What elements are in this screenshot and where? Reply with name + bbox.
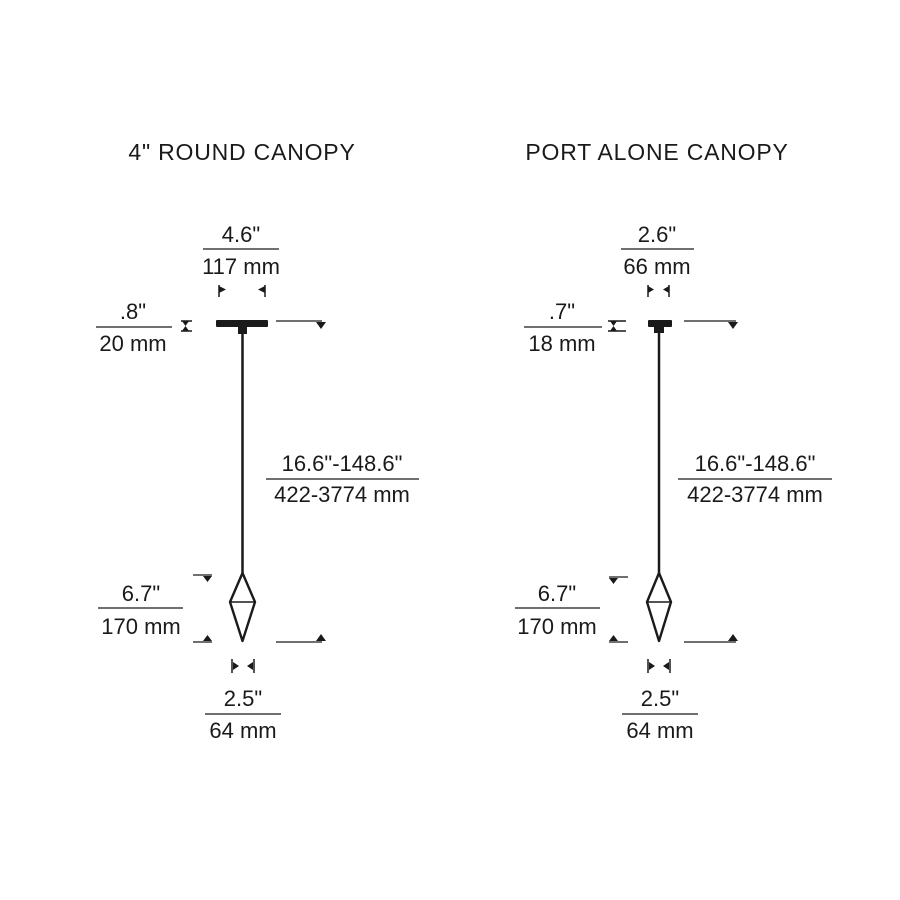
overall-length-dimension: 16.6"-148.6" 422-3774 mm — [678, 320, 832, 643]
width-arrows — [218, 285, 266, 297]
canopy-fitting — [654, 327, 664, 333]
height-arrows — [181, 320, 192, 332]
pendant-height-inches: 6.7" — [538, 581, 576, 606]
pendant-fixture — [216, 320, 268, 643]
pendant-width-inches: 2.5" — [641, 686, 679, 711]
diagram-port-alone-canopy: PORT ALONE CANOPY 2.6" 66 mm .7" 18 mm — [515, 139, 832, 743]
pendant-width-dimension: 2.5" 64 mm — [622, 659, 698, 743]
height-arrows — [608, 320, 626, 332]
pendant-fixture — [645, 320, 673, 643]
diagram-title: 4" ROUND CANOPY — [128, 139, 355, 165]
canopy-width-inches: 2.6" — [638, 222, 676, 247]
canopy-height-mm: 20 mm — [99, 331, 166, 356]
overall-length-inches: 16.6"-148.6" — [282, 451, 403, 476]
pendant-height-dimension: 6.7" 170 mm — [98, 574, 212, 643]
diamond-shade — [645, 571, 673, 643]
pendant-width-dimension: 2.5" 64 mm — [205, 659, 281, 743]
canopy-width-inches: 4.6" — [222, 222, 260, 247]
canopy-height-inches: .8" — [120, 299, 146, 324]
diamond-shade — [228, 571, 257, 643]
pendant-height-mm: 170 mm — [517, 614, 596, 639]
overall-length-mm: 422-3774 mm — [687, 482, 823, 507]
canopy — [648, 320, 672, 327]
diagram-round-canopy: 4" ROUND CANOPY 4.6" 117 mm .8" 20 mm — [96, 139, 419, 743]
pendant-width-mm: 64 mm — [626, 718, 693, 743]
pendant-height-inches: 6.7" — [122, 581, 160, 606]
canopy-width-mm: 66 mm — [623, 254, 690, 279]
width-arrows — [647, 285, 670, 297]
canopy-height-dimension: .7" 18 mm — [524, 299, 626, 356]
pendant-width-mm: 64 mm — [209, 718, 276, 743]
canopy-fitting — [238, 327, 247, 334]
overall-length-inches: 16.6"-148.6" — [695, 451, 816, 476]
canopy-width-mm: 117 mm — [202, 254, 280, 279]
pendant-height-dimension: 6.7" 170 mm — [515, 576, 628, 643]
canopy-width-dimension: 2.6" 66 mm — [621, 222, 694, 297]
overall-length-mm: 422-3774 mm — [274, 482, 410, 507]
canopy — [216, 320, 268, 327]
pendant-width-inches: 2.5" — [224, 686, 262, 711]
canopy-height-mm: 18 mm — [528, 331, 595, 356]
canopy-height-dimension: .8" 20 mm — [96, 299, 192, 356]
canopy-height-inches: .7" — [549, 299, 575, 324]
overall-length-dimension: 16.6"-148.6" 422-3774 mm — [266, 320, 419, 643]
diagram-title: PORT ALONE CANOPY — [525, 139, 788, 165]
pendant-height-mm: 170 mm — [101, 614, 180, 639]
canopy-width-dimension: 4.6" 117 mm — [202, 222, 280, 297]
